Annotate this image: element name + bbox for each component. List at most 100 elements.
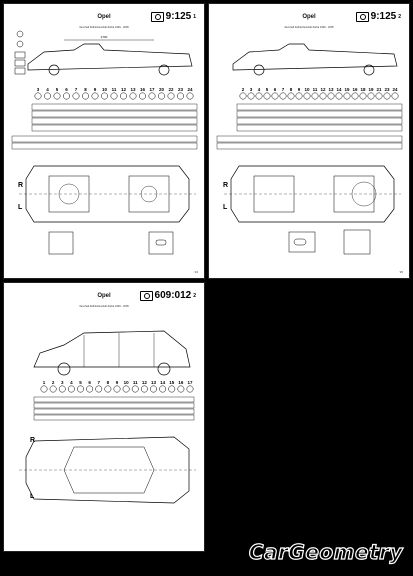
measuring-point-number: 4 <box>70 380 73 385</box>
manual-page-3: Opel Vauxhall Zafira/Vauxhall Zafira 199… <box>3 282 205 552</box>
measuring-point-number: 20 <box>159 87 165 92</box>
measuring-point-number: 21 <box>376 87 382 92</box>
measuring-point-number: 7 <box>97 380 100 385</box>
camera-icon <box>150 11 164 22</box>
measuring-point-marker <box>168 385 176 393</box>
measuring-point-number: 13 <box>130 87 136 92</box>
measuring-point-marker <box>104 385 112 393</box>
measuring-point-number: 14 <box>336 87 342 92</box>
measuring-point-marker <box>67 385 75 393</box>
measuring-point-number: 8 <box>290 87 293 92</box>
measuring-point-marker <box>303 92 311 100</box>
measuring-point-marker <box>72 92 80 100</box>
page-subtitle: Vauxhall Zafira/Vauxhall Zafira 1999 - 2… <box>284 26 334 29</box>
measuring-point-number: 14 <box>160 380 166 385</box>
measuring-point-marker <box>383 92 391 100</box>
right-side-label: R <box>30 437 36 444</box>
measuring-point-marker <box>120 92 127 100</box>
measuring-point-number: 19 <box>368 87 374 92</box>
page-number: 95 <box>399 270 403 274</box>
measuring-point-marker <box>343 92 351 100</box>
page-brand: Opel <box>97 14 111 20</box>
measuring-point-marker <box>86 385 94 393</box>
measuring-point-marker <box>186 385 194 393</box>
right-side-label: R <box>18 182 24 189</box>
measuring-point-number: 9 <box>298 87 301 92</box>
measuring-point-marker <box>44 92 51 100</box>
measuring-point-number: 3 <box>250 87 253 92</box>
measuring-point-number: 6 <box>88 380 91 385</box>
measuring-point-marker <box>34 92 42 100</box>
measuring-point-number: 11 <box>112 87 117 92</box>
measuring-point-marker <box>375 92 383 100</box>
measuring-point-marker <box>113 385 121 393</box>
measuring-point-number: 16 <box>140 87 146 92</box>
measuring-point-number: 8 <box>107 380 110 385</box>
measuring-point-marker <box>319 92 327 100</box>
measuring-point-marker <box>177 92 184 100</box>
camera-icon <box>355 11 369 22</box>
measuring-point-number: 7 <box>282 87 285 92</box>
measuring-point-number: 18 <box>360 87 366 92</box>
measuring-point-marker <box>129 92 137 100</box>
measuring-point-marker <box>110 92 118 100</box>
measuring-point-number: 13 <box>151 380 157 385</box>
measuring-point-number: 23 <box>178 87 184 92</box>
measuring-point-marker <box>91 92 99 100</box>
measuring-point-number: 4 <box>46 87 49 92</box>
measuring-point-number: 11 <box>133 380 138 385</box>
camera-icon <box>139 290 153 301</box>
measuring-point-marker <box>391 92 399 100</box>
measuring-point-marker <box>158 92 165 100</box>
page-subtitle: Vauxhall Zafira/Vauxhall Zafira 1999 - 2… <box>79 26 129 29</box>
measuring-point-number: 6 <box>274 87 277 92</box>
measuring-point-number: 3 <box>61 380 64 385</box>
measuring-point-number: 5 <box>79 380 82 385</box>
measuring-point-marker <box>63 92 70 100</box>
measuring-point-marker <box>95 385 103 393</box>
left-side-label: L <box>30 493 35 500</box>
measuring-point-number: 8 <box>84 87 87 92</box>
measuring-point-marker <box>122 385 130 393</box>
measuring-point-marker <box>139 92 146 100</box>
cargeometry-logo[interactable]: CarGeometry <box>248 539 403 564</box>
measuring-point-marker <box>82 92 89 100</box>
measuring-point-number: 1 <box>43 380 46 385</box>
measuring-point-number: 15 <box>169 380 175 385</box>
measuring-point-marker <box>287 92 295 100</box>
measuring-point-marker <box>186 92 194 100</box>
measuring-point-marker <box>327 92 335 100</box>
measuring-point-number: 7 <box>75 87 78 92</box>
measuring-point-number: 5 <box>266 87 269 92</box>
left-side-label: L <box>18 204 23 211</box>
measuring-point-marker <box>58 385 66 393</box>
measuring-point-number: 24 <box>392 87 398 92</box>
measuring-point-marker <box>131 385 139 393</box>
measuring-point-number: 10 <box>304 87 310 92</box>
measuring-point-number: 9 <box>116 380 119 385</box>
measuring-point-number: 2 <box>242 87 245 92</box>
footer-bar <box>0 552 413 576</box>
page-subtitle: Vauxhall Zafira/Vauxhall Zafira 1999 - 2… <box>79 305 129 308</box>
measuring-point-marker <box>255 92 263 100</box>
measuring-point-number: 3 <box>37 87 40 92</box>
page-number: 93 <box>194 270 198 274</box>
measuring-point-number: 10 <box>124 380 130 385</box>
measuring-point-number: 22 <box>168 87 174 92</box>
measuring-point-marker <box>351 92 359 100</box>
measuring-point-number: 11 <box>313 87 318 92</box>
measuring-point-number: 5 <box>56 87 59 92</box>
measuring-point-number: 17 <box>187 380 193 385</box>
measuring-point-number: 4 <box>258 87 261 92</box>
measuring-point-number: 17 <box>149 87 155 92</box>
measuring-point-marker <box>148 92 156 100</box>
right-side-label: R <box>223 182 229 189</box>
measuring-point-marker <box>101 92 108 100</box>
measuring-point-marker <box>311 92 319 100</box>
